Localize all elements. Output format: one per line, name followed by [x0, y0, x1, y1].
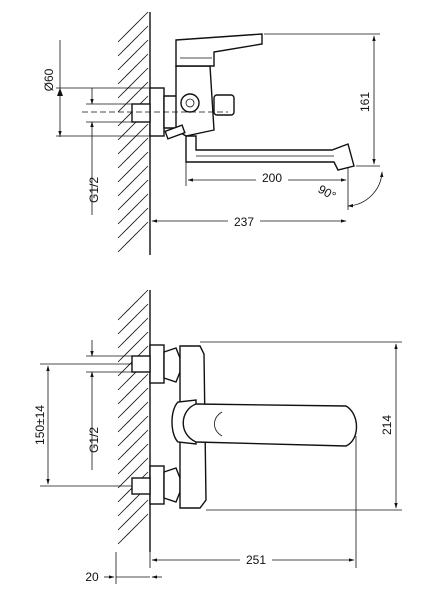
hatch-line — [117, 151, 149, 183]
hatch-line — [117, 207, 149, 239]
hatch-line — [117, 373, 149, 405]
hatch-line — [117, 499, 149, 531]
dimension-wall: 20 — [85, 552, 162, 584]
front-view: 150±14 G1/2 214 251 — [33, 289, 402, 584]
lower-mount — [131, 465, 181, 505]
dim-height-front-label: 214 — [380, 415, 394, 435]
hatch-line — [117, 11, 149, 43]
hatch-line — [117, 67, 149, 99]
dim-depth-side-label: 237 — [234, 215, 254, 229]
hatch-line — [117, 415, 149, 447]
wall-hatching-top — [117, 11, 151, 255]
upper-mount — [131, 344, 181, 384]
hatch-line — [117, 513, 149, 545]
hatch-line — [117, 457, 149, 489]
lever-handle-front — [182, 403, 358, 447]
faucet-body-side — [163, 65, 235, 140]
dimension-center: 150±14 — [33, 363, 132, 487]
dimension-angle: 90° — [316, 171, 384, 208]
dim-wall-label: 20 — [85, 570, 99, 584]
hatch-line — [117, 221, 149, 253]
hatch-line — [117, 25, 149, 57]
dimension-spout: 200 — [185, 162, 349, 210]
side-view: Ø60 G1/2 161 200 — [42, 11, 384, 255]
dim-diameter-label: Ø60 — [42, 68, 56, 91]
lever-handle-side — [175, 33, 263, 67]
hatch-line — [117, 165, 149, 197]
dimension-thread-side: G1/2 — [86, 88, 132, 215]
hatch-line — [117, 193, 149, 225]
dimension-depth-side: 237 — [149, 214, 347, 255]
dimension-diameter: Ø60 — [42, 40, 150, 137]
dimension-height-front: 214 — [200, 341, 402, 511]
hatch-line — [117, 289, 149, 321]
wall-hatching-bottom — [117, 289, 151, 552]
hatch-line — [117, 179, 149, 211]
spout-side — [185, 135, 355, 171]
dim-thread-side-label: G1/2 — [87, 177, 101, 203]
hatch-line — [117, 81, 149, 113]
hatch-line — [117, 303, 149, 335]
hatch-line — [117, 401, 149, 433]
dimension-thread-front: G1/2 — [86, 340, 132, 470]
hatch-line — [117, 429, 149, 461]
dim-height-side-label: 161 — [358, 92, 372, 112]
dim-depth-front-label: 251 — [246, 553, 266, 567]
hatch-line — [117, 317, 149, 349]
dimension-height-side: 161 — [264, 33, 380, 167]
dim-spout-label: 200 — [262, 171, 282, 185]
hatch-line — [117, 39, 149, 71]
hatch-line — [117, 331, 149, 363]
dimension-depth-front: 251 — [149, 436, 357, 568]
hatch-line — [117, 53, 149, 85]
hatch-line — [117, 443, 149, 475]
hatch-line — [117, 387, 149, 419]
dim-center-label: 150±14 — [33, 405, 47, 445]
dim-thread-front-label: G1/2 — [87, 427, 101, 453]
hatch-line — [117, 137, 149, 169]
hatch-line — [117, 123, 149, 155]
dim-angle-label: 90° — [316, 182, 339, 203]
